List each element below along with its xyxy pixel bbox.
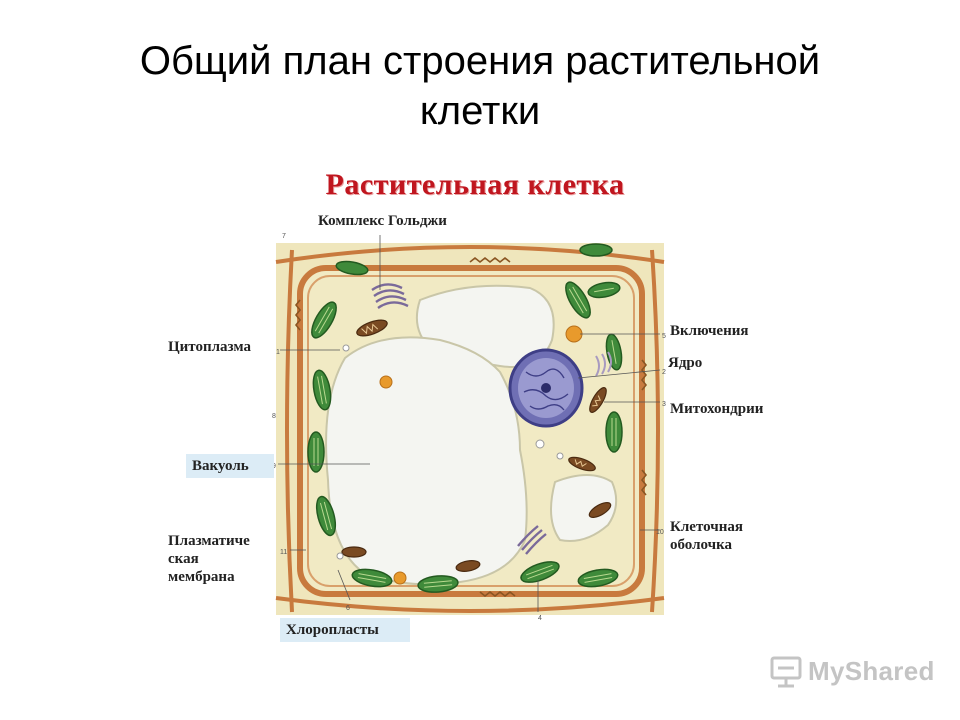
mitochondrion (356, 319, 388, 337)
central-vacuole (325, 336, 528, 586)
inclusion (379, 375, 393, 389)
label-vacuole: Вакуоль (186, 454, 274, 478)
mitochondrion (341, 546, 367, 558)
small-vacuole-bottom (550, 474, 618, 542)
label-cytoplasm: Цитоплазма (168, 339, 251, 355)
inclusion (565, 325, 583, 343)
inclusion (535, 439, 545, 449)
label-plasma-membrane-line-1: Плазматиче (168, 533, 250, 549)
callout-number: 1 (276, 349, 280, 356)
inclusions (336, 325, 583, 585)
label-nucleus: Ядро (668, 355, 703, 371)
chloroplast (307, 431, 325, 473)
chloroplast (587, 281, 621, 299)
label-cell-wall-line-1: Клеточная (670, 519, 743, 535)
inclusion (556, 452, 564, 460)
inclusion (393, 571, 407, 585)
label-plasma-membrane: Плазматиче ская мембрана (168, 532, 250, 586)
presentation-board-icon (770, 656, 802, 688)
mitochondrion (455, 560, 481, 572)
label-plasma-membrane-line-3: мембрана (168, 569, 235, 585)
chloroplast (351, 568, 393, 588)
chloroplast (312, 369, 332, 411)
slide-title-line-1: Общий план строения растительной (139, 39, 821, 83)
chloroplast (311, 301, 337, 339)
callout-number: 2 (662, 369, 666, 376)
label-inclusions: Включения (670, 323, 749, 339)
chloroplast (577, 568, 619, 588)
callout-number: 5 (662, 333, 666, 340)
label-plasma-membrane-line-2: ская (168, 551, 199, 567)
chloroplast (417, 575, 459, 593)
mitochondrion (589, 387, 607, 413)
mitochondria (341, 319, 612, 572)
callout-number: 11 (280, 549, 287, 556)
label-chloroplasts: Хлоропласты (280, 618, 410, 642)
golgi-complex-lower (517, 525, 547, 555)
slide-title-line-2: клетки (419, 89, 541, 133)
label-cell-wall-line-2: оболочка (670, 537, 733, 553)
nucleolus (541, 383, 551, 393)
chloroplast (605, 411, 623, 453)
callout-lines (278, 235, 661, 612)
callout-number: 8 (272, 413, 276, 420)
chloroplast (520, 561, 560, 583)
callout-number: 9 (272, 463, 276, 470)
callout-numbers: 1 2 3 4 5 6 7 8 9 10 11 (272, 233, 666, 622)
chloroplast (315, 495, 337, 537)
chloroplast (579, 243, 613, 257)
inclusion (342, 344, 350, 352)
chloroplast (565, 281, 591, 319)
label-mitochondria: Митохондрии (670, 401, 764, 417)
slide-title: Общий план строения растительной клетки (0, 36, 960, 136)
golgi-complex (371, 283, 409, 309)
label-cell-wall: Клеточная оболочка (670, 518, 743, 554)
callout-number: 6 (346, 605, 350, 612)
mitochondrion (588, 502, 612, 518)
mitochondrion (568, 456, 596, 472)
chromatin (523, 368, 569, 411)
callout-number: 4 (538, 615, 542, 622)
neighbour-walls (275, 245, 665, 613)
callout-number: 7 (282, 233, 286, 240)
figure-title: Растительная клетка (325, 168, 625, 201)
callout-number: 10 (656, 529, 664, 536)
plasmodesmata (294, 256, 648, 598)
plasma-membrane (307, 275, 635, 587)
watermark-text: MyShared (808, 656, 935, 686)
label-golgi-complex: Комплекс Гольджи (318, 213, 447, 229)
golgi-complex-right (595, 351, 612, 377)
watermark-logo (770, 656, 802, 688)
callout-number: 3 (662, 401, 666, 408)
inclusion (336, 552, 344, 560)
chloroplast (335, 260, 369, 276)
